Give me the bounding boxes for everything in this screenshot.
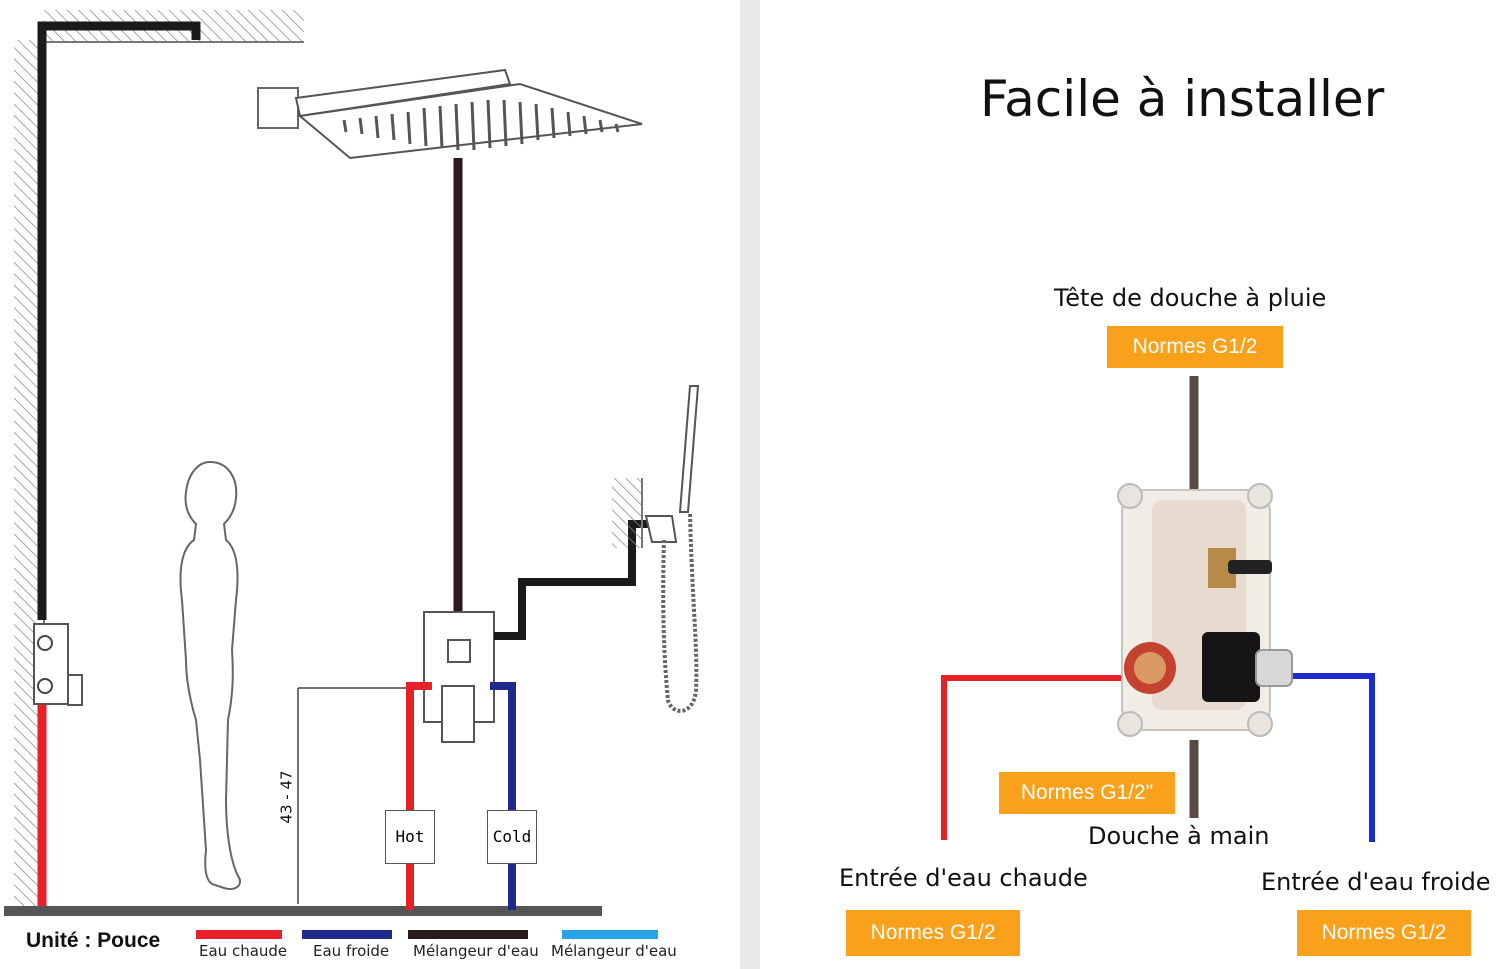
hot-valve-label: Hot — [385, 810, 435, 864]
page-title: Facile à installer — [980, 70, 1385, 128]
valve-drawing — [941, 376, 1375, 842]
installation-drawing — [4, 10, 700, 939]
legend-label-cold: Eau froide — [313, 942, 390, 960]
height-dimension-label: 43 - 47 — [277, 770, 296, 824]
unit-label: Unité : Pouce — [26, 929, 161, 952]
rain-head-norm-badge: Normes G1/2 — [1107, 326, 1283, 368]
hand-shower-norm-badge: Normes G1/2" — [999, 772, 1175, 814]
valve-body — [1117, 483, 1293, 737]
legend-label-mix: Mélangeur d'eau — [413, 942, 539, 960]
legend-swatch-cold — [302, 930, 392, 939]
installation-diagram-panel: 43 - 47 Hot Cold Unité : Pouce Eau chaud… — [0, 0, 740, 969]
hot-inlet-label: Entrée d'eau chaude — [839, 864, 1088, 892]
pipe-cold-inlet — [1292, 673, 1375, 842]
panel-divider — [740, 0, 760, 969]
valve-spec-panel: Facile à installer Tête de douche à plui… — [760, 0, 1500, 969]
legend-label-mix-blue: Mélangeur d'eau — [551, 942, 677, 960]
legend-swatch-mix-blue — [562, 930, 658, 939]
hand-shower-label: Douche à main — [1088, 822, 1270, 850]
legend-label-hot: Eau chaude — [199, 942, 288, 960]
floor — [4, 906, 602, 916]
hand-shower — [644, 385, 700, 713]
hot-inlet-norm-badge: Normes G1/2 — [846, 910, 1020, 956]
cold-valve-label: Cold — [487, 810, 537, 864]
cold-inlet-label: Entrée d'eau froide — [1261, 868, 1491, 896]
pipe-hot-inlet — [941, 675, 1128, 840]
human-silhouette — [179, 460, 242, 890]
rain-shower-head — [257, 68, 643, 160]
legend-swatch-mix — [408, 930, 528, 939]
cold-inlet-norm-badge: Normes G1/2 — [1297, 910, 1471, 956]
legend-swatch-hot — [196, 930, 282, 939]
rain-head-label: Tête de douche à pluie — [1054, 284, 1327, 312]
mix-pipe-ceiling — [37, 21, 201, 620]
